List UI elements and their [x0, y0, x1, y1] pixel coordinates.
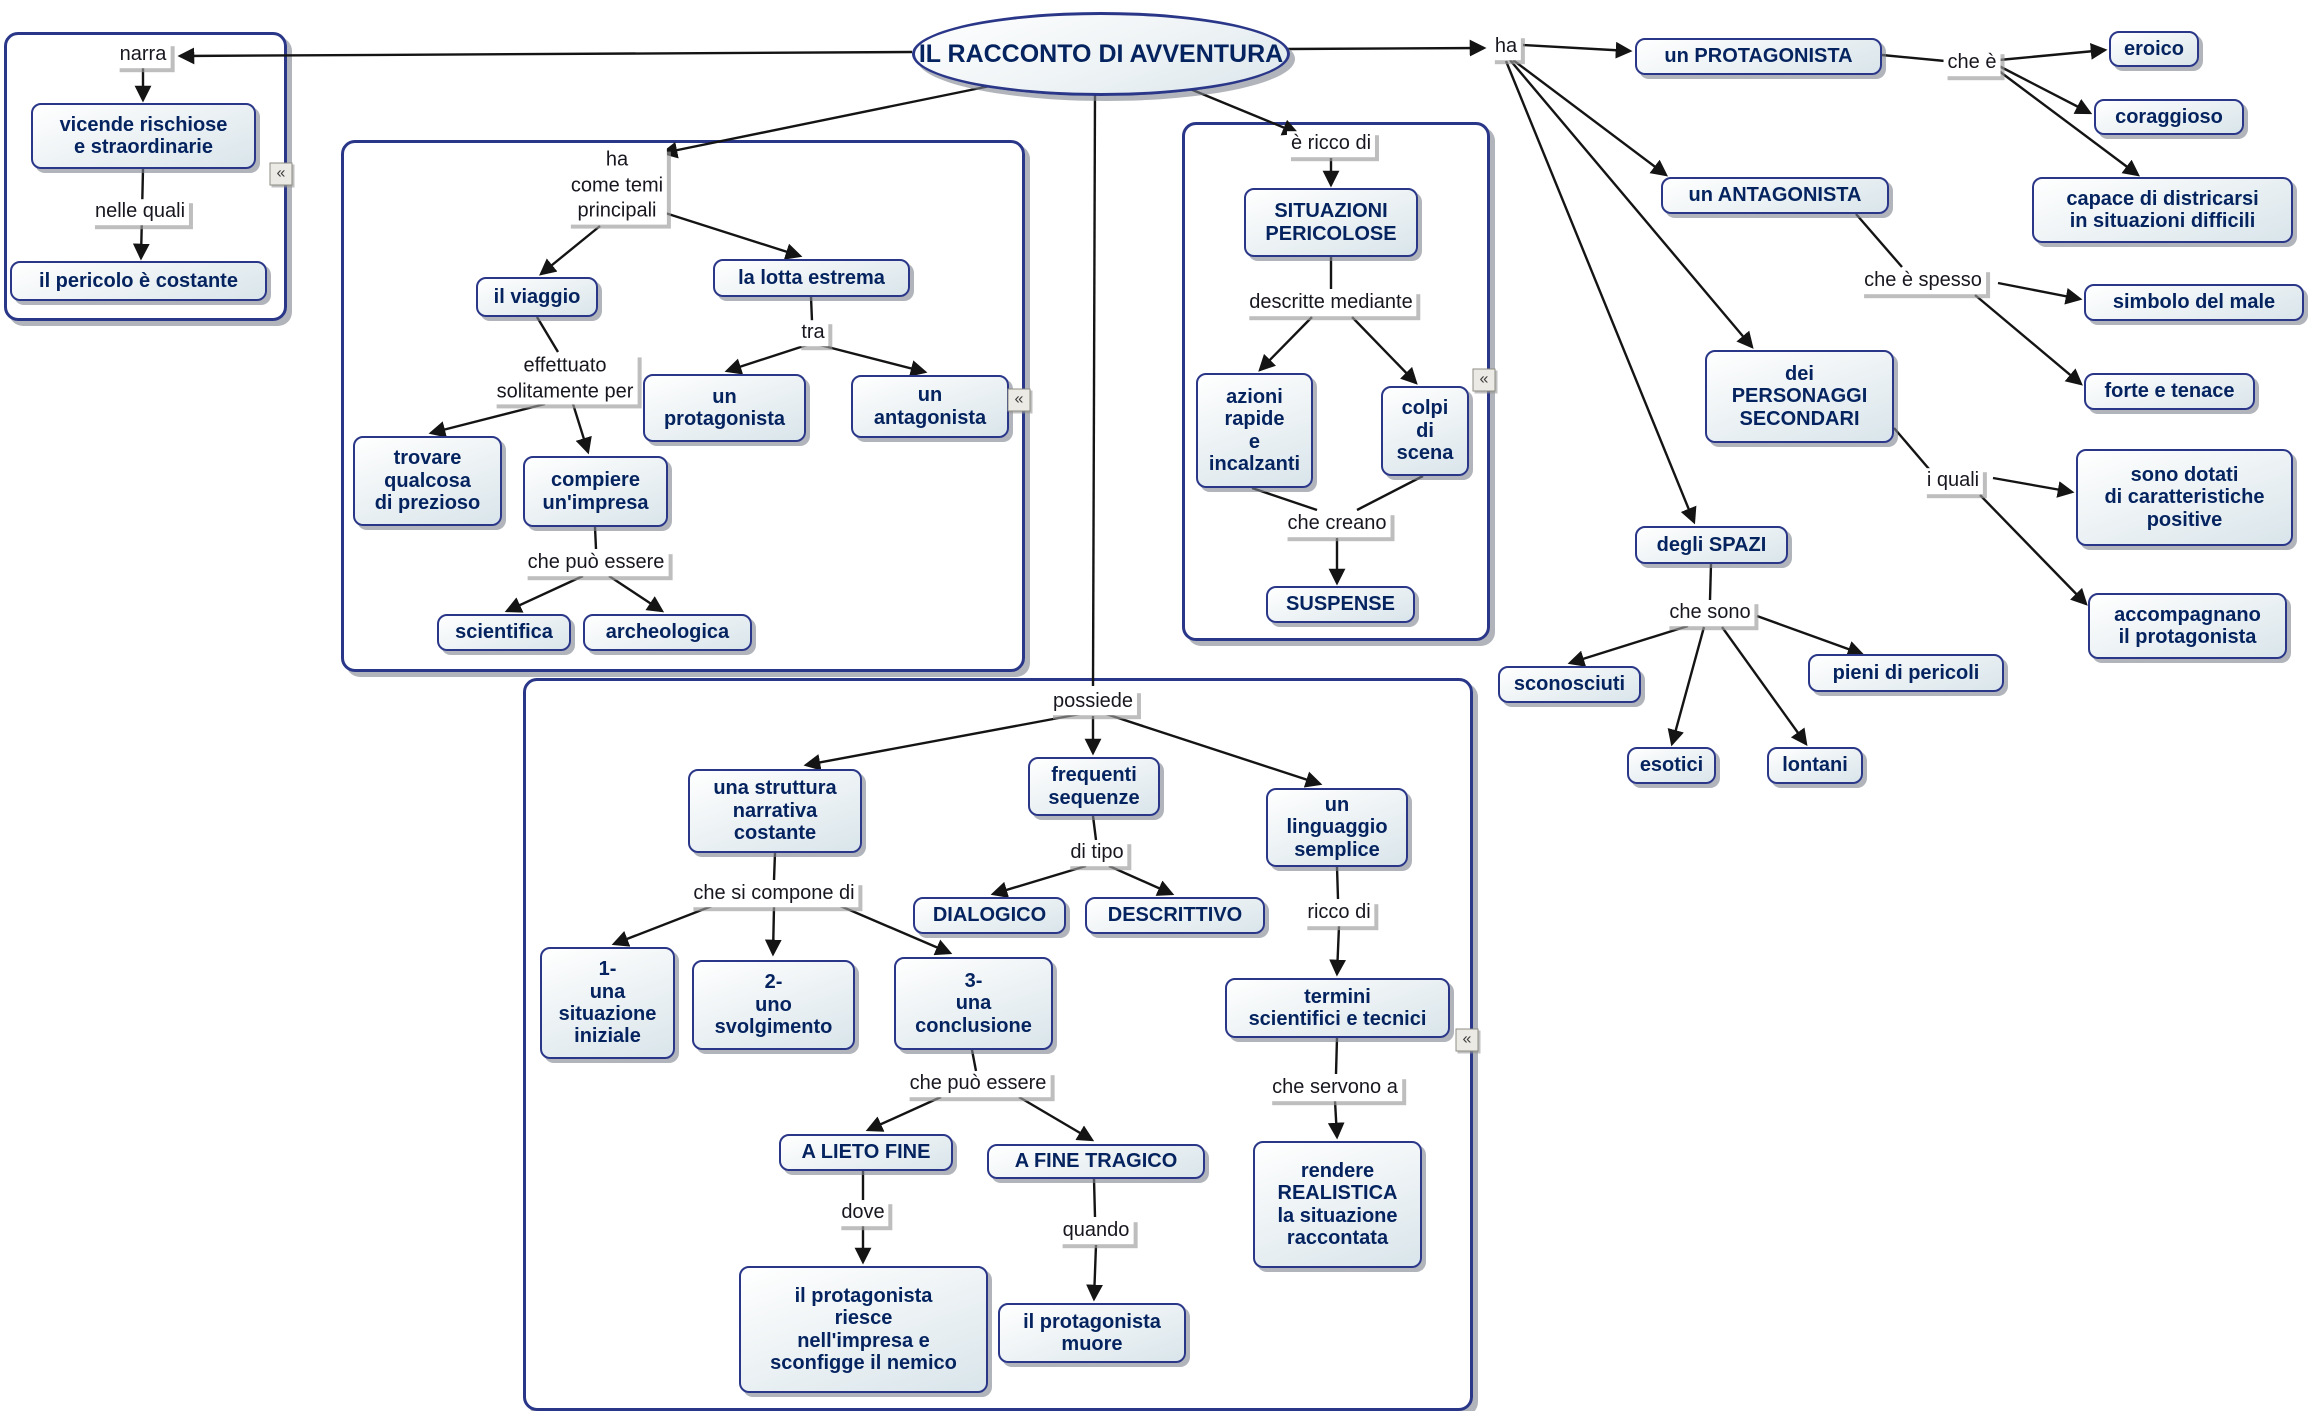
concept-eroico[interactable]: eroico [2109, 31, 2199, 67]
concept-situazione-iniziale[interactable]: 1- una situazione iniziale [540, 947, 675, 1059]
link-che-creano[interactable]: che creano [1283, 511, 1391, 537]
concept-esotici[interactable]: esotici [1627, 747, 1716, 784]
link-quando[interactable]: quando [1058, 1218, 1134, 1244]
concept-un-protagonista-tema[interactable]: un protagonista [643, 374, 806, 442]
link-che-si-compone[interactable]: che si compone di [689, 881, 859, 907]
annotation-chevrons-icon[interactable]: « [269, 162, 293, 186]
link-dove[interactable]: dove [837, 1200, 889, 1226]
concept-coraggioso[interactable]: coraggioso [2094, 99, 2244, 135]
concept-accompagnano[interactable]: accompagnano il protagonista [2088, 593, 2287, 659]
concept-dotati-caratteristiche[interactable]: sono dotati di caratteristiche positive [2076, 449, 2293, 546]
concept-un-antagonista[interactable]: un ANTAGONISTA [1661, 177, 1889, 214]
concept-frequenti-sequenze[interactable]: frequenti sequenze [1028, 757, 1160, 816]
annotation-chevrons-icon[interactable]: « [1455, 1028, 1479, 1052]
concept-protagonista-muore[interactable]: il protagonista muore [998, 1303, 1186, 1363]
concept-archeologica[interactable]: archeologica [583, 614, 752, 651]
concept-fine-tragico[interactable]: A FINE TRAGICO [987, 1144, 1205, 1179]
concept-simbolo-del-male[interactable]: simbolo del male [2084, 284, 2304, 321]
annotation-chevrons-icon[interactable]: « [1472, 368, 1496, 392]
concept-compiere-impresa[interactable]: compiere un'impresa [523, 456, 668, 527]
link-che-servono-a[interactable]: che servono a [1268, 1075, 1402, 1101]
concept-linguaggio-semplice[interactable]: un linguaggio semplice [1266, 788, 1408, 867]
concept-svolgimento[interactable]: 2- uno svolgimento [692, 960, 855, 1050]
concept-azioni-rapide[interactable]: azioni rapide e incalzanti [1196, 373, 1313, 488]
link-possiede[interactable]: possiede [1048, 689, 1138, 715]
link-che-puo-essere-1[interactable]: che può essere [523, 550, 669, 576]
concept-il-viaggio[interactable]: il viaggio [476, 277, 598, 317]
concept-un-antagonista-tema[interactable]: un antagonista [851, 375, 1009, 438]
link-ricco-di[interactable]: ricco di [1303, 900, 1375, 926]
concept-rendere-realistica[interactable]: rendere REALISTICA la situazione raccont… [1253, 1141, 1422, 1268]
concept-struttura-narrativa[interactable]: una struttura narrativa costante [688, 769, 862, 853]
concept-forte-e-tenace[interactable]: forte e tenace [2084, 373, 2255, 410]
link-ha-come-temi[interactable]: ha come temi principali [566, 147, 668, 225]
concept-lieto-fine[interactable]: A LIETO FINE [779, 1134, 953, 1171]
concept-pieni-di-pericoli[interactable]: pieni di pericoli [1808, 654, 2004, 692]
link-narra[interactable]: narra [115, 42, 171, 68]
concept-vicende-rischiose[interactable]: vicende rischiose e straordinarie [31, 103, 256, 169]
concept-personaggi-secondari[interactable]: dei PERSONAGGI SECONDARI [1705, 350, 1894, 443]
concept-pericolo-costante[interactable]: il pericolo è costante [10, 261, 267, 301]
link-nelle-quali[interactable]: nelle quali [90, 199, 190, 225]
link-che-sono[interactable]: che sono [1665, 600, 1755, 626]
concept-lontani[interactable]: lontani [1767, 747, 1863, 784]
link-tra[interactable]: tra [797, 320, 829, 346]
link-i-quali[interactable]: i quali [1922, 468, 1984, 494]
concept-lotta-estrema[interactable]: la lotta estrema [713, 259, 910, 297]
concept-scientifica[interactable]: scientifica [437, 614, 571, 651]
link-che-e[interactable]: che è [1943, 50, 2001, 76]
concept-sconosciuti[interactable]: sconosciuti [1498, 666, 1641, 703]
link-ha[interactable]: ha [1490, 34, 1522, 60]
concept-conclusione[interactable]: 3- una conclusione [894, 957, 1053, 1050]
map-title-ellipse[interactable]: IL RACCONTO DI AVVENTURA [912, 12, 1290, 96]
concept-descrittivo[interactable]: DESCRITTIVO [1085, 897, 1265, 934]
concept-colpi-di-scena[interactable]: colpi di scena [1381, 386, 1469, 476]
concept-dialogico[interactable]: DIALOGICO [913, 897, 1066, 934]
link-effettuato[interactable]: effettuato solitamente per [492, 353, 638, 405]
link-di-tipo[interactable]: di tipo [1066, 840, 1128, 866]
link-che-e-spesso[interactable]: che è spesso [1860, 268, 1986, 294]
concept-capace-districarsi[interactable]: capace di districarsi in situazioni diff… [2032, 177, 2293, 243]
link-e-ricco-di[interactable]: è ricco di [1286, 131, 1376, 157]
concept-suspense[interactable]: SUSPENSE [1266, 586, 1415, 623]
concept-protagonista-riesce[interactable]: il protagonista riesce nell'impresa e sc… [739, 1266, 988, 1393]
concept-situazioni-pericolose[interactable]: SITUAZIONI PERICOLOSE [1244, 188, 1418, 257]
annotation-chevrons-icon[interactable]: « [1007, 388, 1031, 412]
link-che-puo-essere-2[interactable]: che può essere [905, 1071, 1051, 1097]
link-descritte-mediante[interactable]: descritte mediante [1245, 290, 1417, 316]
concept-un-protagonista[interactable]: un PROTAGONISTA [1635, 38, 1882, 75]
concept-trovare-qualcosa[interactable]: trovare qualcosa di prezioso [353, 436, 502, 526]
concept-termini-scientifici[interactable]: termini scientifici e tecnici [1225, 978, 1450, 1038]
concept-degli-spazi[interactable]: degli SPAZI [1635, 526, 1788, 564]
